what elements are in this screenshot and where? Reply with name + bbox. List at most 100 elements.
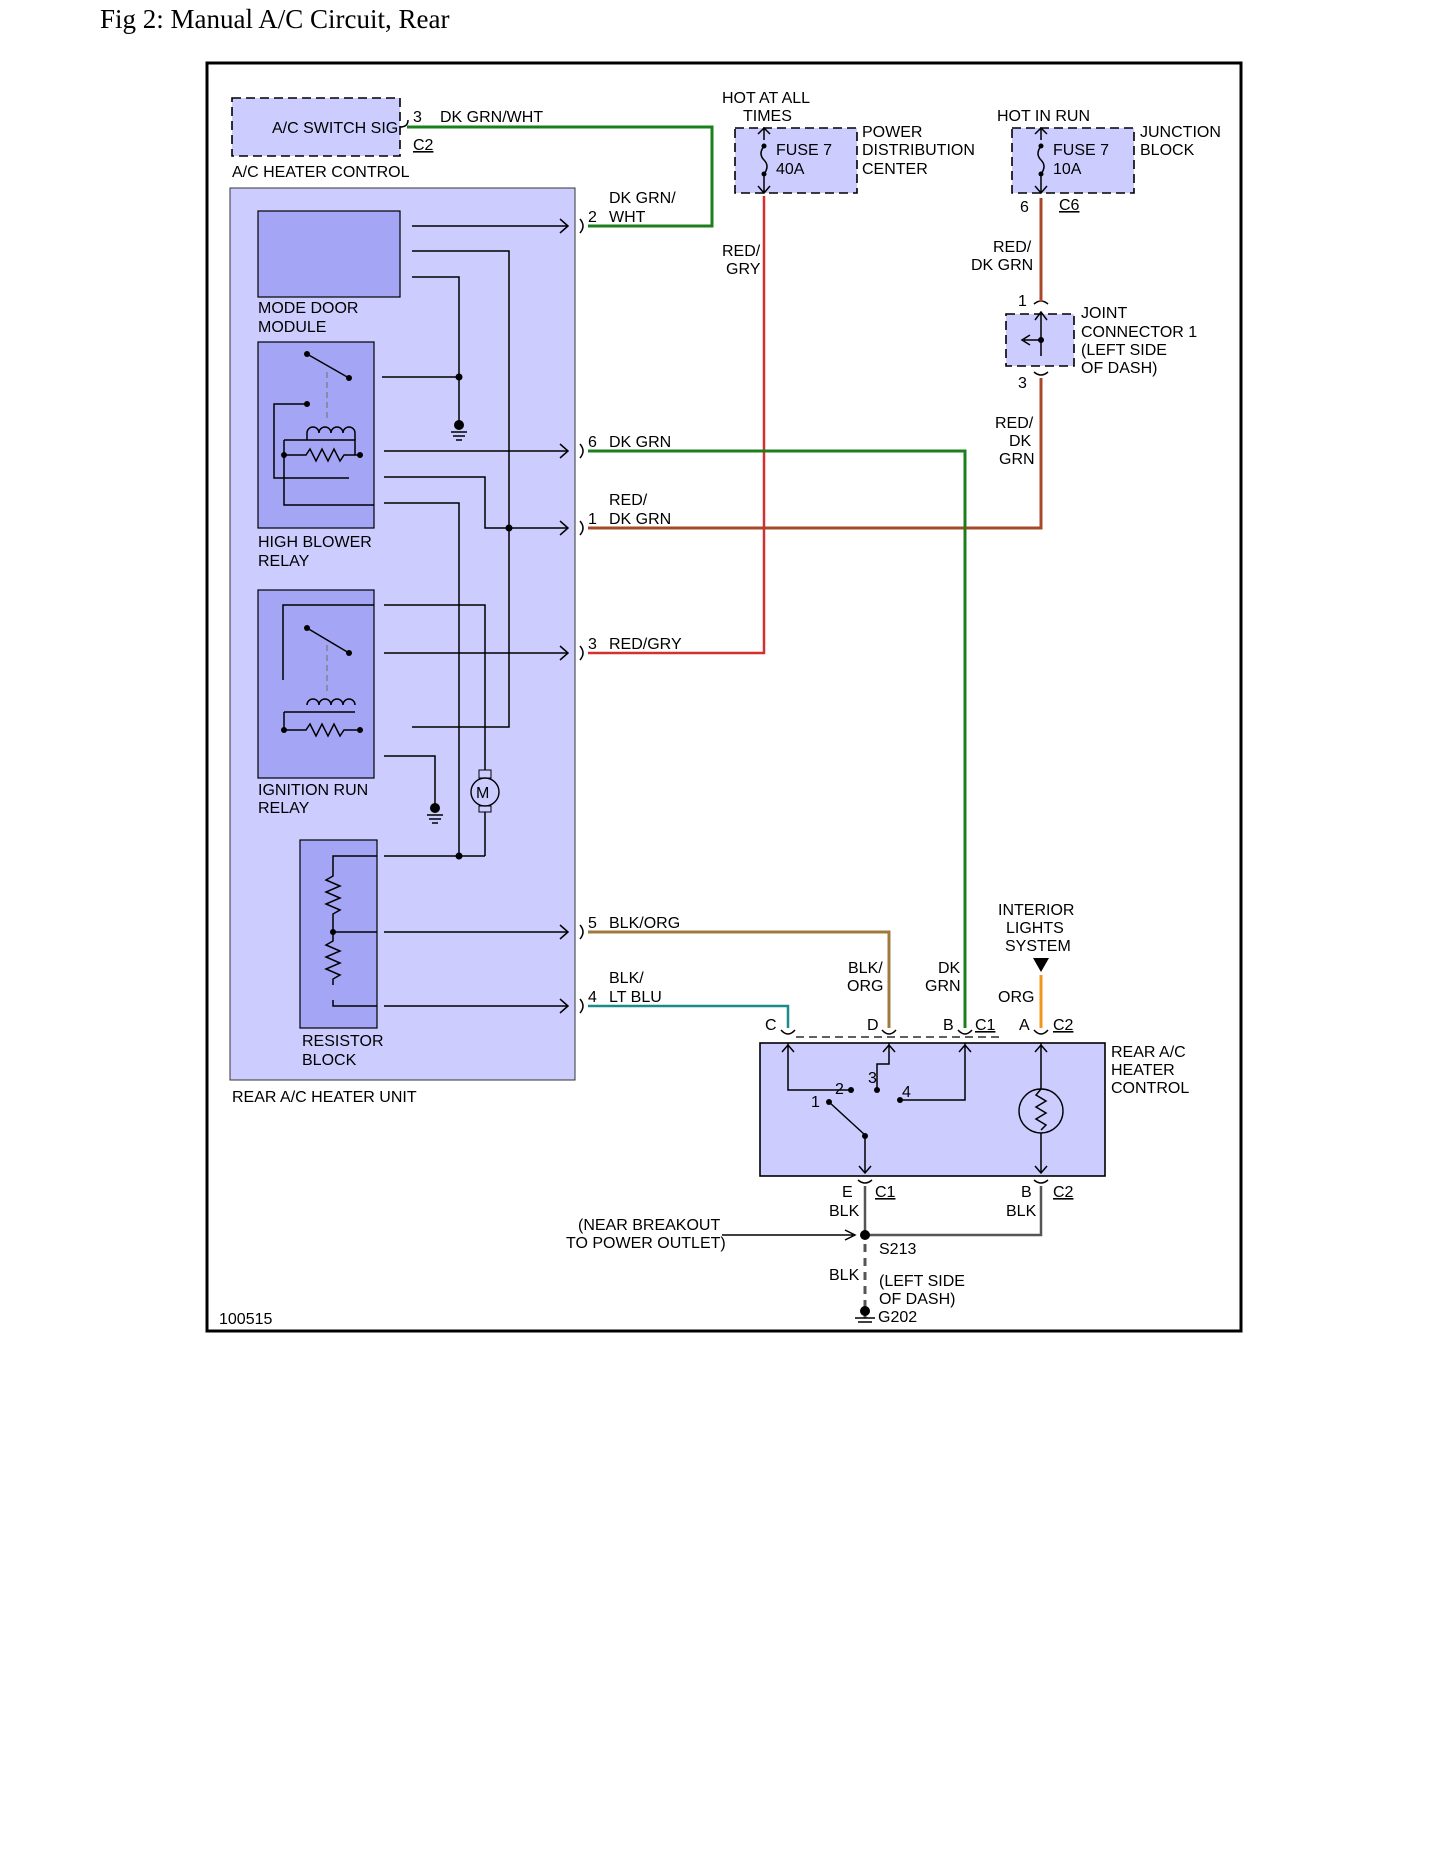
mode-door-label-1: MODE DOOR [258,300,358,317]
red-gry-label: RED/GRY [609,636,682,653]
switch-pin-3: 3 [868,1070,877,1087]
ground-loc-2: OF DASH) [879,1291,955,1308]
jb-pin-6: 6 [1020,199,1029,216]
rear-control-label-3: CONTROL [1111,1080,1189,1097]
wire-blk-lt-blu [588,1004,790,1028]
mode-door-label-2: MODULE [258,319,326,336]
dk-grn-wht-top-label: DK GRN/WHT [440,109,543,126]
motor-symbol: M [476,785,489,802]
red-dk-grn-c2: DK [1009,433,1032,450]
ignition-run-relay-internals [281,604,374,738]
wire-red-dk-grn-lower [588,378,1043,530]
jb-fuse-box [1011,127,1135,194]
rear-ac-heater-control [759,1042,1106,1177]
org-label: ORG [998,989,1034,1006]
splice-label: S213 [879,1241,916,1258]
internal-wiring [382,225,568,1007]
ac-switch-connector-c2: C2 [413,137,434,154]
blk-label-e: BLK [829,1203,860,1220]
pdc-fuse-amp: 40A [776,161,805,178]
ignition-run-label-1: IGNITION RUN [258,782,368,799]
jc-pin-1: 1 [1018,293,1027,310]
jb-fuse-label: FUSE 7 [1053,142,1109,159]
switch-pin-1: 1 [811,1094,820,1111]
resistor-elements [324,855,377,1007]
high-blower-relay [257,341,375,529]
pdc-label-3: CENTER [862,161,928,178]
red-dk-grn-label-b: DK GRN [609,511,671,528]
wire-dk-grn-wht [407,125,714,228]
rear-control-connector-c1: C1 [975,1017,996,1034]
pin-2: 2 [588,209,597,226]
mode-door-module [257,210,401,298]
red-dk-grn-c1: RED/ [995,415,1034,432]
resistor-label-1: RESISTOR [302,1033,384,1050]
pin-1: 1 [588,511,597,528]
pdc-fuse-symbol [757,126,771,195]
switch-pin-2: 2 [835,1081,844,1098]
high-blower-label-1: HIGH BLOWER [258,534,372,551]
pin-6: 6 [588,434,597,451]
pin-4: 4 [588,989,597,1006]
pin-c: C [765,1017,777,1034]
dk-grn-vert-1: DK [938,960,961,977]
pdc-fuse-label: FUSE 7 [776,142,832,159]
red-gry-vert-a: RED/ [722,243,761,260]
pdc-fuse-box [734,127,858,194]
red-dk-grn-vert-b: DK GRN [971,257,1033,274]
wire-blk-org [588,930,891,1028]
diagram-id: 100515 [219,1311,272,1328]
diagram-frame [205,61,1243,1333]
pdc-label-1: POWER [862,124,922,141]
dk-grn-wht-label-a: DK GRN/ [609,190,676,207]
splice-s213-dot [860,1230,870,1240]
ac-switch-pin-3: 3 [413,109,422,126]
pin-e: E [842,1184,853,1201]
blk-label-b: BLK [1006,1203,1037,1220]
joint-label-4: OF DASH) [1081,360,1157,377]
interior-label-2: LIGHTS [1006,920,1064,937]
pin-b-c2: B [1021,1184,1032,1201]
rear-control-label-2: HEATER [1111,1062,1175,1079]
ground-label: G202 [878,1309,917,1326]
jb-label-1: JUNCTION [1140,124,1221,141]
ignition-run-relay [257,589,375,779]
switch-pin-4: 4 [902,1084,911,1101]
jc-pin-3: 3 [1018,375,1027,392]
joint-label-3: (LEFT SIDE [1081,342,1167,359]
resistor-label-2: BLOCK [302,1052,357,1069]
rear-control-connector-c2: C2 [1053,1017,1074,1034]
jb-connector-c6: C6 [1059,197,1080,214]
near-breakout-1: (NEAR BREAKOUT [578,1217,720,1234]
high-blower-label-2: RELAY [258,553,310,570]
ac-heater-control-label: A/C HEATER CONTROL [232,164,410,181]
figure-title: Fig 2: Manual A/C Circuit, Rear [100,4,450,34]
rear-control-internals [780,1029,1064,1184]
blk-org-vert-2: ORG [847,978,883,995]
dk-grn-wht-label-b: WHT [609,209,646,226]
near-breakout-arrow [722,1229,857,1241]
hot-at-all-times-2: TIMES [743,108,792,125]
resistor-block [299,839,378,1029]
red-dk-grn-label-a: RED/ [609,492,648,509]
ground-connector-c1: C1 [875,1184,896,1201]
blk-lt-blu-label-b: LT BLU [609,989,662,1006]
heater-unit-connectors [559,218,584,1014]
ac-switch-sig-box [231,97,401,157]
rear-control-label-1: REAR A/C [1111,1044,1186,1061]
dk-grn-label: DK GRN [609,434,671,451]
interior-lights-arrow [1033,958,1049,972]
pin-b-c1: B [943,1017,954,1034]
wire-red-gry [588,196,766,655]
wire-blk-b [865,1186,1043,1237]
joint-label-1: JOINT [1081,305,1127,322]
jb-label-2: BLOCK [1140,142,1195,159]
hot-at-all-times-1: HOT AT ALL [722,90,810,107]
blk-label-ground: BLK [829,1267,860,1284]
blk-org-vert-1: BLK/ [848,960,883,977]
hot-in-run: HOT IN RUN [997,108,1090,125]
jb-fuse-amp: 10A [1053,161,1082,178]
dk-grn-vert-2: GRN [925,978,961,995]
ground-g202-icon [855,1306,875,1323]
pin-d: D [867,1017,879,1034]
